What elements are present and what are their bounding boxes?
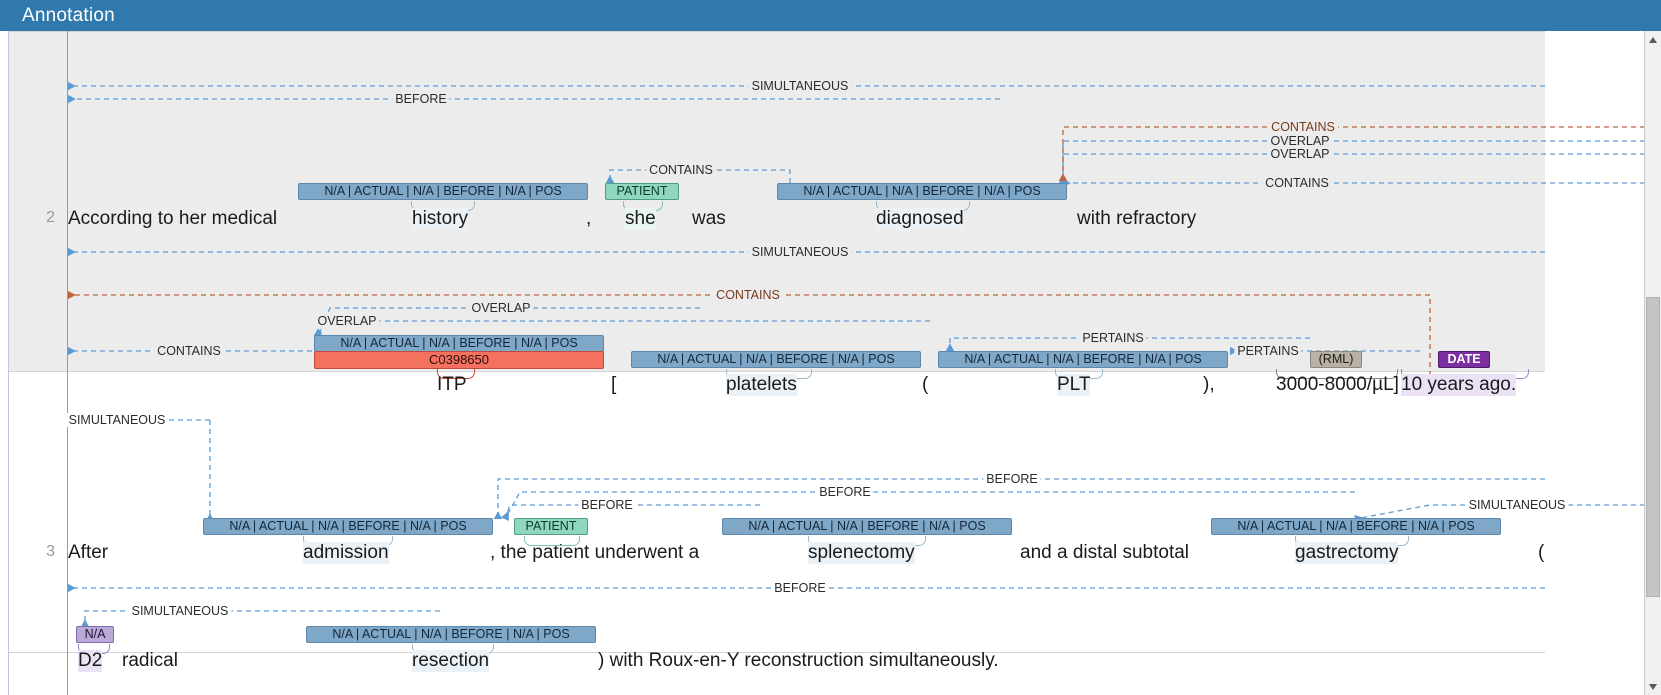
band-divider-top bbox=[9, 31, 1545, 32]
relation-label: BEFORE bbox=[983, 472, 1041, 486]
attribute-chip-admission[interactable]: N/A | ACTUAL | N/A | BEFORE | N/A | POS bbox=[203, 518, 493, 535]
line-number-2: 2 bbox=[46, 209, 55, 226]
na-chip[interactable]: N/A bbox=[76, 626, 114, 643]
token-text[interactable]: was bbox=[692, 208, 726, 229]
relation-label: PERTAINS bbox=[1234, 344, 1302, 358]
vertical-scrollbar[interactable] bbox=[1644, 31, 1661, 695]
relation-label: BEFORE bbox=[578, 498, 636, 512]
attribute-chip-history[interactable]: N/A | ACTUAL | N/A | BEFORE | N/A | POS bbox=[298, 183, 588, 200]
token-text[interactable]: D2 bbox=[78, 650, 103, 672]
token-text[interactable]: gastrectomy bbox=[1295, 542, 1399, 564]
attribute-chip-resection[interactable]: N/A | ACTUAL | N/A | BEFORE | N/A | POS bbox=[306, 626, 596, 643]
token-text[interactable]: ITP bbox=[437, 374, 467, 395]
token-text[interactable]: she bbox=[625, 208, 656, 230]
line-number-gutter bbox=[9, 31, 68, 695]
left-rail bbox=[0, 31, 9, 695]
relation-label: BEFORE bbox=[392, 92, 450, 106]
relation-label: SIMULTANEOUS bbox=[128, 604, 232, 618]
relation-label: CONTAINS bbox=[154, 344, 224, 358]
annotation-canvas[interactable]: 2 3 bbox=[0, 31, 1645, 695]
token-text[interactable]: splenectomy bbox=[808, 542, 915, 564]
relation-label: OVERLAP bbox=[1267, 147, 1333, 161]
relation-label: CONTAINS bbox=[646, 163, 716, 177]
token-text[interactable]: resection bbox=[412, 650, 490, 672]
relation-label: SIMULTANEOUS bbox=[748, 79, 852, 93]
band-divider-bottom bbox=[9, 652, 1545, 653]
scroll-down-arrow-icon[interactable] bbox=[1645, 678, 1661, 695]
token-text[interactable]: ), bbox=[1203, 374, 1215, 395]
patient-chip[interactable]: PATIENT bbox=[605, 183, 679, 200]
cui-chip-itp[interactable]: C0398650 bbox=[314, 351, 604, 369]
relation-label: SIMULTANEOUS bbox=[1465, 498, 1569, 512]
token-text[interactable]: ) with Roux-en-Y reconstruction simultan… bbox=[598, 650, 999, 671]
token-text[interactable]: 3000-8000/µL] bbox=[1276, 374, 1399, 395]
relation-label: CONTAINS bbox=[713, 288, 783, 302]
relation-label: CONTAINS bbox=[1262, 176, 1332, 190]
token-text[interactable]: with refractory bbox=[1077, 208, 1197, 229]
relation-label: SIMULTANEOUS bbox=[65, 413, 169, 427]
token-text[interactable]: ( bbox=[922, 374, 929, 395]
patient-chip[interactable]: PATIENT bbox=[514, 518, 588, 535]
attribute-chip-plt[interactable]: N/A | ACTUAL | N/A | BEFORE | N/A | POS bbox=[938, 351, 1228, 368]
brace-range bbox=[1276, 369, 1398, 379]
token-text[interactable]: admission bbox=[303, 542, 389, 564]
token-text[interactable]: ( bbox=[1538, 542, 1545, 563]
token-text[interactable]: and a distal subtotal bbox=[1020, 542, 1190, 563]
token-text[interactable]: history bbox=[412, 208, 468, 230]
attribute-chip-itp[interactable]: N/A | ACTUAL | N/A | BEFORE | N/A | POS bbox=[314, 335, 604, 352]
token-text[interactable]: , the patient underwent a bbox=[490, 542, 700, 563]
attribute-chip-platelets[interactable]: N/A | ACTUAL | N/A | BEFORE | N/A | POS bbox=[631, 351, 921, 368]
token-text[interactable]: [ bbox=[611, 374, 617, 395]
window-title: Annotation bbox=[22, 5, 115, 26]
brace-itp bbox=[437, 369, 475, 379]
token-text[interactable]: 10 years ago. bbox=[1401, 374, 1517, 396]
window-titlebar: Annotation bbox=[0, 0, 1661, 31]
token-text[interactable]: diagnosed bbox=[876, 208, 964, 230]
relation-label: CONTAINS bbox=[1268, 120, 1338, 134]
token-text[interactable]: After bbox=[68, 542, 109, 563]
relation-label: OVERLAP bbox=[314, 314, 380, 328]
relation-label: BEFORE bbox=[771, 581, 829, 595]
line-number-3: 3 bbox=[46, 543, 55, 560]
relation-label: OVERLAP bbox=[1267, 134, 1333, 148]
token-text[interactable]: , bbox=[586, 208, 592, 229]
brace-patient-2 bbox=[524, 536, 580, 546]
token-text[interactable]: radical bbox=[122, 650, 178, 671]
rml-chip[interactable]: (RML) bbox=[1310, 351, 1362, 368]
relation-label: OVERLAP bbox=[468, 301, 534, 315]
relation-label: SIMULTANEOUS bbox=[748, 245, 852, 259]
token-text[interactable]: According to her medical bbox=[68, 208, 278, 229]
date-chip[interactable]: DATE bbox=[1438, 351, 1490, 368]
relation-label: PERTAINS bbox=[1079, 331, 1147, 345]
token-text[interactable]: PLT bbox=[1057, 374, 1091, 396]
scrollbar-thumb[interactable] bbox=[1646, 297, 1660, 597]
token-text[interactable]: platelets bbox=[726, 374, 797, 396]
attribute-chip-gastrectomy[interactable]: N/A | ACTUAL | N/A | BEFORE | N/A | POS bbox=[1211, 518, 1501, 535]
attribute-chip-diagnosed[interactable]: N/A | ACTUAL | N/A | BEFORE | N/A | POS bbox=[777, 183, 1067, 200]
scroll-up-arrow-icon[interactable] bbox=[1645, 31, 1661, 48]
relation-label: BEFORE bbox=[816, 485, 874, 499]
attribute-chip-splenectomy[interactable]: N/A | ACTUAL | N/A | BEFORE | N/A | POS bbox=[722, 518, 1012, 535]
